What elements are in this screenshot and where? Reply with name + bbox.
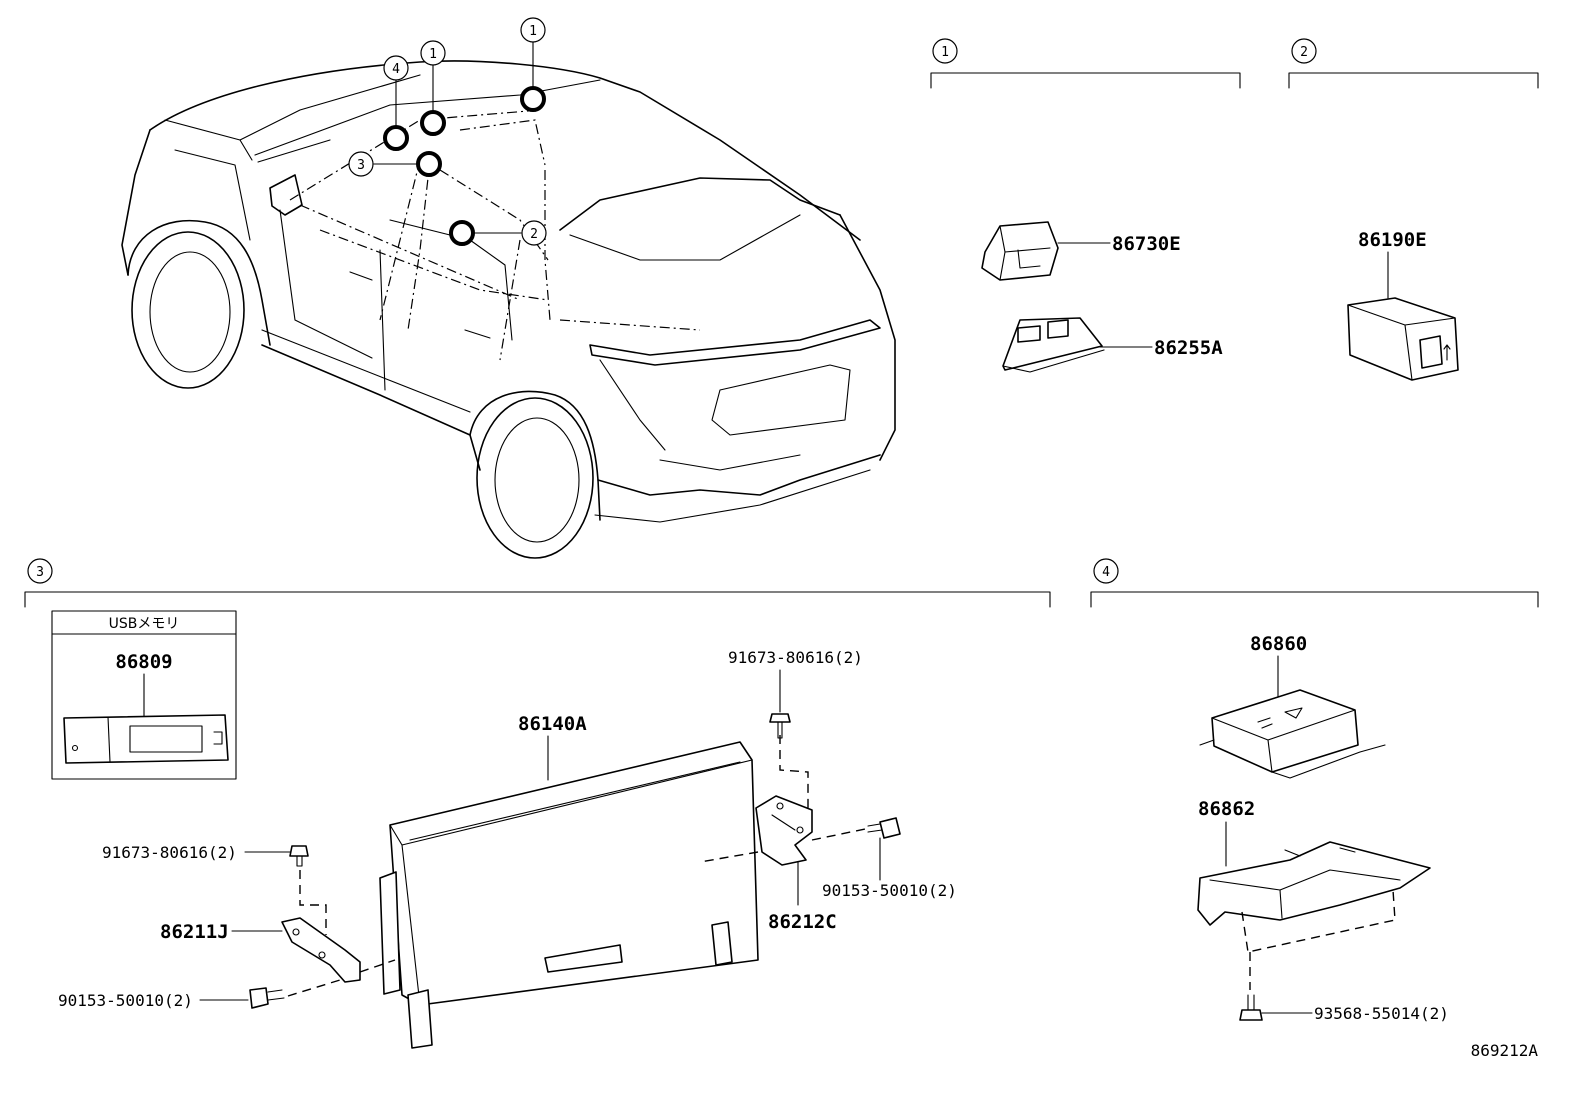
part-number-86211j: 86211J [160, 921, 229, 943]
svg-text:1: 1 [941, 45, 949, 60]
vehicle-illustration [121, 60, 896, 559]
location-marker-2 [449, 220, 475, 246]
location-marker-3 [416, 151, 442, 177]
switch-86730e: 86730E [981, 221, 1181, 281]
svg-text:4: 4 [1102, 565, 1110, 580]
bracket-86212c: 86212C [699, 735, 871, 933]
screw-91673-top: 91673-80616(2) [728, 648, 863, 739]
svg-text:1: 1 [429, 47, 437, 62]
part-number-86255a: 86255A [1154, 337, 1223, 359]
section-3: 3 USBメモリ 86809 86140A [24, 558, 1051, 1049]
vehicle-callout-2: 2 [521, 220, 547, 246]
ecu-86860: 86860 [1199, 633, 1386, 779]
part-number-86809: 86809 [115, 651, 172, 673]
bolt-90153-right: 90153-50010(2) [822, 817, 957, 900]
svg-text:2: 2 [530, 227, 538, 242]
fastener-93568: 93568-55014(2) [1314, 1004, 1449, 1023]
screw-91673-left: 91673-80616(2) [102, 843, 327, 935]
location-marker-1-console [420, 110, 446, 136]
part-number-86190e: 86190E [1358, 229, 1427, 251]
bracket-86211j: 86211J [160, 917, 396, 983]
vehicle-callout-1-console: 1 [420, 40, 446, 66]
svg-text:2: 2 [1300, 45, 1308, 60]
usb-port-86190e: 86190E [1347, 229, 1459, 381]
fastener-90153-left: 90153-50010(2) [58, 991, 193, 1010]
vehicle-callout-3: 3 [348, 151, 374, 177]
fastener-90153-right: 90153-50010(2) [822, 881, 957, 900]
part-number-86730e: 86730E [1112, 233, 1181, 255]
svg-text:1: 1 [529, 24, 537, 39]
usb-memory-inset: USBメモリ 86809 [51, 610, 237, 780]
diagram-code: 869212A [1471, 1041, 1539, 1060]
bracket-86862: 86862 [1197, 798, 1431, 990]
screw-93568: 93568-55014(2) [1239, 994, 1449, 1023]
section-1: 1 86730E 86255A [930, 38, 1241, 373]
svg-text:3: 3 [36, 565, 44, 580]
svg-text:4: 4 [392, 62, 400, 77]
usb-memory-title: USBメモリ [109, 616, 180, 632]
display-86140a: 86140A [379, 713, 759, 1049]
svg-text:3: 3 [357, 158, 365, 173]
vehicle-callout-1-roof: 1 [520, 17, 546, 43]
location-marker-1-roof [520, 86, 546, 112]
location-marker-4 [383, 125, 409, 151]
fastener-91673-left: 91673-80616(2) [102, 843, 237, 862]
part-number-86862: 86862 [1198, 798, 1255, 820]
section-2: 2 86190E [1288, 38, 1539, 381]
fastener-91673-top: 91673-80616(2) [728, 648, 863, 667]
part-number-86140a: 86140A [518, 713, 587, 735]
vehicle-callout-4: 4 [383, 55, 409, 81]
section-4: 4 86860 86862 9 [1090, 558, 1539, 1023]
bezel-86255a: 86255A [1002, 317, 1223, 373]
part-number-86860: 86860 [1250, 633, 1307, 655]
part-number-86212c: 86212C [768, 911, 837, 933]
bolt-90153-left: 90153-50010(2) [58, 979, 341, 1010]
callout-leaders [373, 41, 534, 234]
